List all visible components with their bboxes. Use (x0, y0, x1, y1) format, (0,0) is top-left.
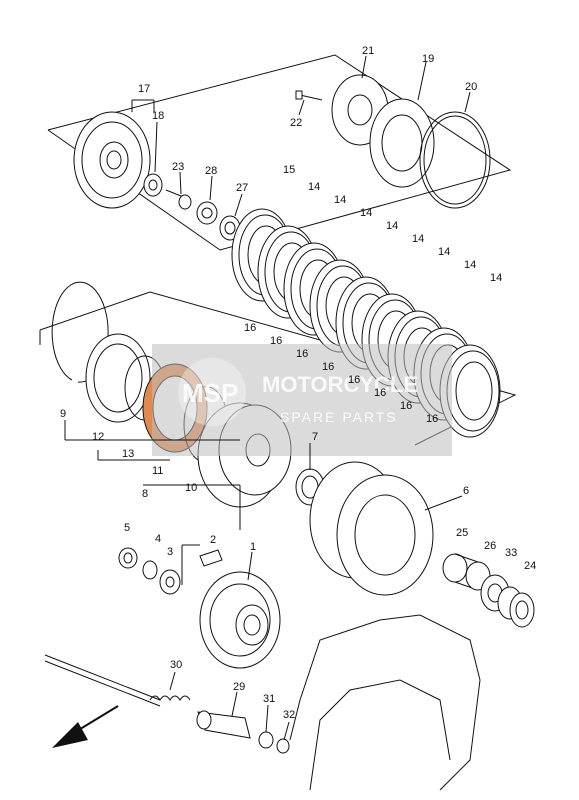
part-18-bearing (143, 173, 163, 197)
label-8: 8 (142, 488, 148, 500)
label-14: 14 (412, 233, 424, 245)
label-33: 33 (505, 547, 517, 559)
label-14: 14 (334, 194, 346, 206)
watermark: MSP MOTORCYCLE SPARE PARTS (152, 344, 452, 456)
front-direction-arrow (52, 705, 119, 748)
label-32: 32 (283, 709, 295, 721)
part-22-bolt (295, 90, 323, 101)
part-23-push-piece (165, 189, 192, 210)
part-1-primary-gear (199, 571, 281, 669)
label-14: 14 (360, 207, 372, 219)
part-32-clip (276, 738, 290, 754)
label-29: 29 (233, 681, 245, 693)
label-14: 14 (308, 181, 320, 193)
watermark-logo: MSP (182, 378, 238, 408)
label-22: 22 (290, 117, 302, 129)
label-6: 6 (463, 485, 469, 497)
label-28: 28 (205, 165, 217, 177)
label-19: 19 (422, 53, 434, 65)
label-12: 12 (92, 431, 104, 443)
plate-labels: 14 16 14 16 14 16 14 16 14 16 14 16 14 16 14 16 (244, 181, 502, 425)
part-31-washer (258, 731, 274, 749)
label-16: 16 (374, 387, 386, 399)
label-14: 14 (464, 259, 476, 271)
watermark-subtitle: SPARE PARTS (280, 409, 398, 425)
part-3-collar (159, 569, 181, 595)
label-20: 20 (465, 81, 477, 93)
label-16: 16 (426, 413, 438, 425)
label-11: 11 (152, 465, 163, 477)
label-1: 1 (250, 541, 256, 553)
label-23: 23 (172, 161, 184, 173)
label-9: 9 (60, 408, 66, 420)
part-17-plate (73, 111, 151, 209)
label-27: 27 (236, 182, 248, 194)
label-5: 5 (124, 522, 130, 534)
label-14: 14 (386, 220, 398, 232)
label-16: 16 (322, 361, 334, 373)
watermark-title: MOTORCYCLE (262, 372, 418, 397)
label-16: 16 (244, 322, 256, 334)
label-16: 16 (270, 335, 282, 347)
label-18: 18 (152, 110, 164, 122)
part-labels: 17 18 23 28 27 21 19 20 22 15 9 12 13 11… (60, 45, 536, 721)
label-24: 24 (524, 560, 536, 572)
label-13: 13 (122, 448, 134, 460)
label-4: 4 (155, 533, 161, 545)
part-12-plate (85, 333, 151, 423)
label-26: 26 (484, 540, 496, 552)
part-19-cover (369, 98, 435, 188)
part-5-nut (118, 547, 138, 569)
upper-panel-outline (47, 54, 512, 251)
part-20-gasket (419, 111, 491, 209)
label-14: 14 (438, 246, 450, 258)
label-15: 15 (283, 164, 295, 176)
label-2: 2 (210, 534, 216, 546)
label-17: 17 (138, 83, 150, 95)
label-16: 16 (296, 348, 308, 360)
label-7: 7 (312, 431, 318, 443)
label-3: 3 (167, 546, 173, 558)
label-25: 25 (456, 527, 468, 539)
part-2-key (199, 549, 223, 567)
part-30-spring-and-shaft (44, 654, 191, 707)
label-21: 21 (362, 45, 374, 57)
clutch-plate-pair (439, 344, 501, 438)
crankcase-outline (289, 614, 481, 791)
part-6-clutch-housing (309, 461, 434, 596)
label-16: 16 (400, 400, 412, 412)
part-24-washer (509, 592, 535, 628)
label-16: 16 (348, 374, 360, 386)
label-31: 31 (263, 693, 275, 705)
part-28-nut (196, 201, 218, 225)
label-10: 10 (185, 482, 197, 494)
part-4-washer (142, 560, 158, 580)
label-14: 14 (490, 272, 502, 284)
label-30: 30 (170, 659, 182, 671)
leader-lines (64, 55, 471, 741)
part-29-lever (196, 710, 251, 739)
